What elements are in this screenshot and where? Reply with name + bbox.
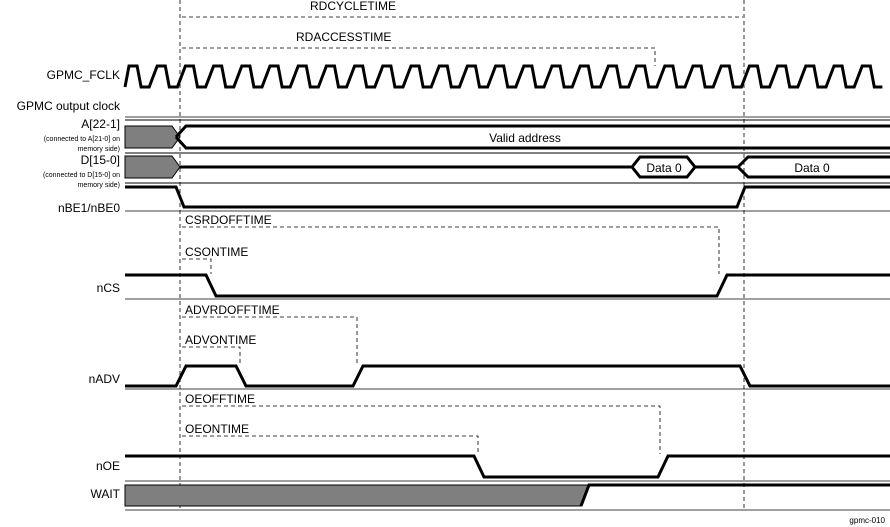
advontime-bracket: ADVONTIME [182,333,256,363]
nadv-label: nADV [89,372,120,386]
rdaccesstime-label: RDACCESSTIME [296,30,391,44]
rdcycletime-bracket: RDCYCLETIME [182,0,743,18]
nbe-label: nBE1/nBE0 [58,201,120,215]
oeofftime-bracket: OEOFFTIME [182,392,661,454]
data-label: D[15-0] [81,153,120,167]
advrdofftime-bracket: ADVRDOFFTIME [182,303,358,363]
address-label: A[22-1] [81,117,120,131]
oeontime-bracket: OEONTIME [182,422,479,454]
oeofftime-label: OEOFFTIME [185,392,255,406]
csontime-label: CSONTIME [185,245,248,259]
gpmc-fclk-label: GPMC_FCLK [47,68,120,82]
rdaccesstime-bracket: RDACCESSTIME [182,30,656,66]
data0-first-text: Data 0 [646,161,682,175]
address-note-line2: memory side) [78,146,120,153]
advontime-label: ADVONTIME [185,333,256,347]
valid-address-text: Valid address [489,131,561,145]
csrdofftime-label: CSRDOFFTIME [185,213,272,227]
data0-second-text: Data 0 [794,161,830,175]
data-note-line2: memory side) [78,182,120,189]
address-valid-upper [174,124,890,139]
gpmc-fclk-waveform [123,64,883,89]
address-note-line1: (connected to A[21-0] on [44,136,120,143]
noe-waveform [125,454,890,479]
ncs-label: nCS [97,281,120,295]
address-valid-lower [174,135,890,150]
oeontime-label: OEONTIME [185,422,249,436]
noe-label: nOE [96,459,120,473]
csontime-bracket: CSONTIME [182,245,248,274]
ncs-waveform [125,273,890,298]
nbe-waveform [125,185,890,209]
address-undefined-region [124,125,181,149]
wait-waveform [579,483,890,507]
data-note-line1: (connected to D[15-0] on [43,172,120,179]
wait-undefined-region [124,484,590,507]
nadv-waveform [125,364,890,388]
wait-label: WAIT [90,487,120,501]
csrdofftime-bracket: CSRDOFFTIME [182,213,720,274]
rdcycletime-label: RDCYCLETIME [310,0,396,13]
figure-id: gpmc-010 [849,516,885,525]
advrdofftime-label: ADVRDOFFTIME [185,303,280,317]
data0-second-lower [736,165,890,179]
data-undefined-region [124,155,181,179]
data0-second-upper [736,155,890,169]
output-clock-label: GPMC output clock [17,99,121,113]
